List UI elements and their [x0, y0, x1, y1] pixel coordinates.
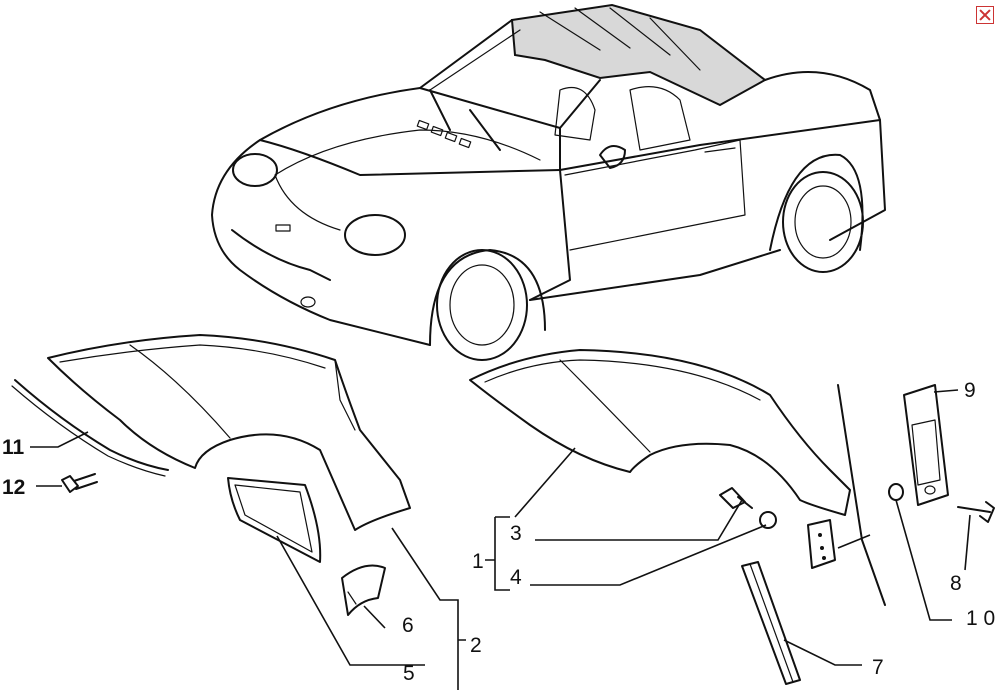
seal-strip — [14, 379, 169, 471]
seal-piece-6 — [341, 564, 386, 616]
callout-labels: 1 2 3 4 5 6 7 8 9 1 0 11 12 — [2, 379, 995, 685]
callout-1: 1 — [472, 550, 484, 573]
striker-plate-9 — [903, 384, 949, 506]
hardtop-right — [469, 349, 851, 516]
hardtop-left — [47, 334, 411, 531]
callout-11: 11 — [2, 436, 25, 459]
right-hardtop-assembly — [469, 349, 995, 685]
callout-10: 1 0 — [966, 607, 995, 630]
washer-10 — [888, 483, 904, 501]
left-hardtop-assembly — [11, 334, 411, 616]
callout-6: 6 — [402, 614, 414, 637]
soft-top — [510, 3, 767, 107]
callout-4: 4 — [510, 566, 522, 589]
leader-lines — [30, 389, 971, 690]
bolt-3 — [719, 487, 753, 509]
nut-4 — [759, 511, 777, 529]
callout-5: 5 — [403, 662, 415, 685]
hinge-plate — [807, 519, 836, 569]
rear-window-glass — [227, 477, 322, 563]
callout-8: 8 — [950, 572, 962, 595]
callout-2: 2 — [470, 634, 482, 657]
callout-7: 7 — [872, 656, 884, 679]
car-illustration — [211, 3, 886, 361]
callout-9: 9 — [964, 379, 976, 402]
screw-8 — [957, 501, 995, 523]
close-icon[interactable] — [976, 6, 994, 24]
callout-3: 3 — [510, 522, 522, 545]
callout-12: 12 — [2, 476, 25, 499]
gas-strut-7 — [741, 561, 801, 685]
bolt-12 — [61, 473, 98, 493]
